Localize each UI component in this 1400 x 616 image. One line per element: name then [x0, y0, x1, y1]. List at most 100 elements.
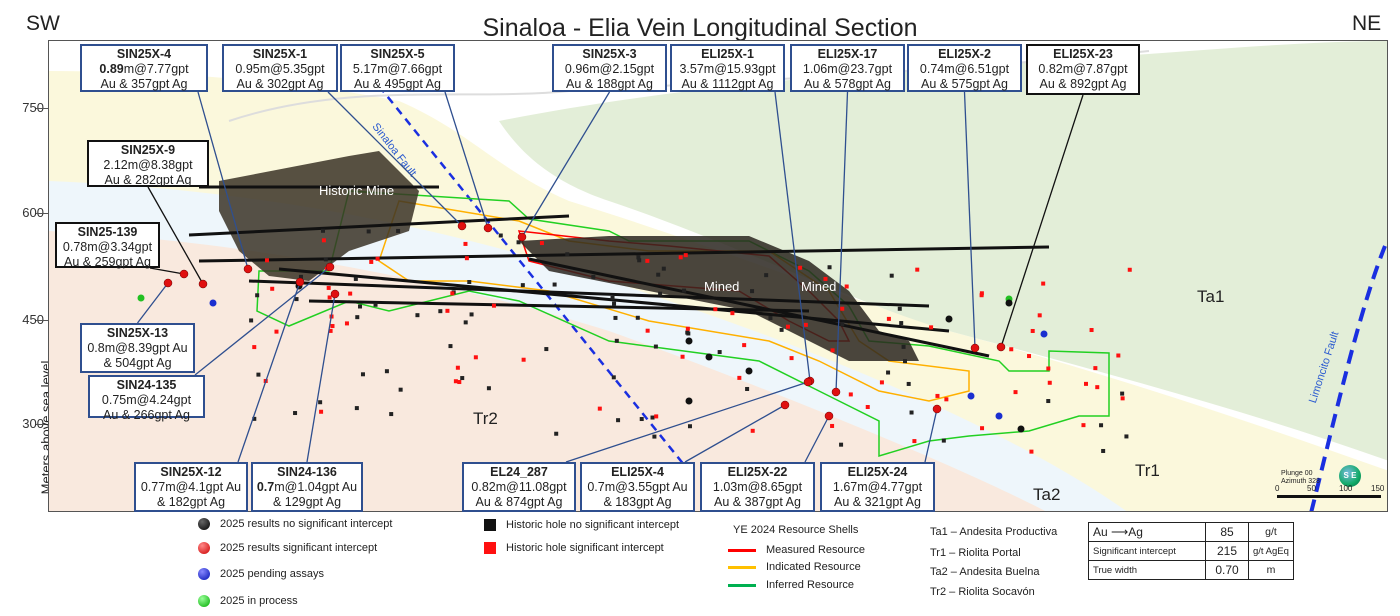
historic-hole-marker [840, 322, 845, 327]
legend-label: Tr1 – Riolita Portal [930, 547, 1021, 559]
historic-hole-marker [415, 313, 420, 318]
historic-hole-marker [929, 325, 934, 330]
legend-historic-sig: Historic hole significant intercept [484, 542, 664, 554]
drill-hole-2025-marker [1017, 425, 1025, 433]
historic-hole-marker [453, 379, 458, 384]
orange-line-icon [728, 565, 756, 569]
historic-hole-marker [840, 306, 845, 311]
callout-grade: 5.17m@7.66gpt [352, 62, 443, 76]
limoncito-fault-line [1309, 245, 1387, 511]
drill-hole-2025-marker [1005, 299, 1013, 307]
historic-hole-marker [320, 228, 325, 233]
historic-hole-marker [354, 406, 359, 411]
ta1-label: Ta1 [1197, 287, 1225, 306]
historic-hole-marker [785, 324, 790, 329]
y-tick-600: 600 [22, 205, 44, 220]
historic-hole-marker [1081, 423, 1086, 428]
legend-ta2: Ta2 – Andesita Buelna [930, 566, 1039, 578]
historic-hole-marker [1037, 313, 1042, 318]
historic-hole-marker [318, 400, 323, 405]
legend-resource-title: YE 2024 Resource Shells [733, 524, 858, 536]
historic-hole-marker [779, 327, 784, 332]
historic-hole-marker [685, 326, 690, 331]
legend-label: Tr2 – Riolita Socavón [930, 586, 1035, 598]
callout-hole-id: EL24_287 [490, 465, 548, 479]
historic-hole-marker [321, 238, 326, 243]
historic-hole-marker [263, 378, 268, 383]
table-value: 85 [1205, 522, 1249, 542]
legend-2025-in-process: 2025 in process [198, 595, 298, 607]
historic-hole-marker [1089, 328, 1094, 333]
historic-hole-marker [366, 229, 371, 234]
historic-hole-marker [611, 375, 616, 380]
historic-hole-marker [552, 282, 557, 287]
historic-hole-marker [764, 273, 769, 278]
historic-hole-marker [348, 291, 353, 296]
legend-2025-no-sig: 2025 results no significant intercept [198, 518, 392, 530]
callout-intercept: 0.95m@5.35gpt [224, 62, 336, 77]
legend-label: 2025 in process [220, 595, 298, 607]
drill-hole-2025-marker [685, 397, 693, 405]
historic-hole-marker [463, 241, 468, 246]
historic-hole-marker [294, 297, 299, 302]
chart-title: Sinaloa - Elia Vein Longitudinal Section [482, 14, 918, 42]
historic-hole-marker [935, 393, 940, 398]
historic-hole-marker [678, 255, 683, 260]
callout-grade: 0.74m@6.51gpt [919, 62, 1010, 76]
historic-hole-marker [915, 267, 920, 272]
direction-sw: SW [26, 12, 60, 35]
historic-hole-marker [1046, 399, 1051, 404]
historic-hole-marker [353, 276, 358, 281]
callout-intercept: 0.82m@7.87gpt [1028, 62, 1138, 77]
historic-hole-marker [637, 258, 642, 263]
historic-hole-marker [298, 274, 303, 279]
drill-hole-2025-marker [685, 337, 693, 345]
historic-hole-marker [1029, 449, 1034, 454]
callout-grade: m@1.04gpt Au [274, 480, 358, 494]
drill-hole-2025-marker [705, 353, 713, 361]
table-value: 0.70 [1205, 560, 1249, 580]
callout-bold-width: 0.7 [256, 480, 275, 494]
historic-hole-marker [1046, 366, 1051, 371]
callout-intercept: 1.03m@8.65gpt [702, 480, 813, 495]
historic-hole-marker [614, 338, 619, 343]
historic-hole-marker [1084, 381, 1089, 386]
historic-hole-marker [473, 355, 478, 360]
historic-hole-marker [803, 322, 808, 327]
historic-hole-marker [256, 372, 261, 377]
historic-hole-marker [486, 386, 491, 391]
historic-hole-marker [330, 324, 335, 329]
historic-hole-marker [745, 386, 750, 391]
historic-hole-marker [1120, 396, 1125, 401]
table-unit: g/t [1248, 522, 1294, 542]
historic-hole-marker [830, 423, 835, 428]
y-tick-mark [36, 108, 48, 109]
callout-intercept: 0.8m@8.39gpt Au [82, 341, 193, 356]
historic-hole-marker [319, 409, 324, 414]
historic-hole-marker [879, 380, 884, 385]
callout-grade: 0.8m@8.39gpt Au [87, 341, 188, 355]
callout-grade-ag: Au & 495gpt Ag [354, 77, 441, 91]
callout-grade-ag: Au & 575gpt Ag [921, 77, 1008, 91]
legend-tr1: Tr1 – Riolita Portal [930, 547, 1021, 559]
drill-hole-2025-marker [137, 294, 145, 302]
historic-hole-marker [445, 308, 450, 313]
historic-hole-marker [450, 291, 455, 296]
historic-hole-marker [324, 266, 329, 271]
historic-hole-marker [463, 320, 468, 325]
historic-hole-marker [717, 350, 722, 355]
table-value: 215 [1205, 541, 1249, 561]
historic-hole-marker [654, 414, 659, 419]
callout-hole-id: SIN25-139 [77, 225, 138, 239]
mined-label: Mined [704, 279, 740, 294]
historic-hole-marker [613, 315, 618, 320]
callout-grade: 0.7m@3.55gpt Au [587, 480, 688, 494]
table-row: True width 0.70 m [1088, 560, 1294, 580]
direction-ne: NE [1352, 12, 1382, 35]
